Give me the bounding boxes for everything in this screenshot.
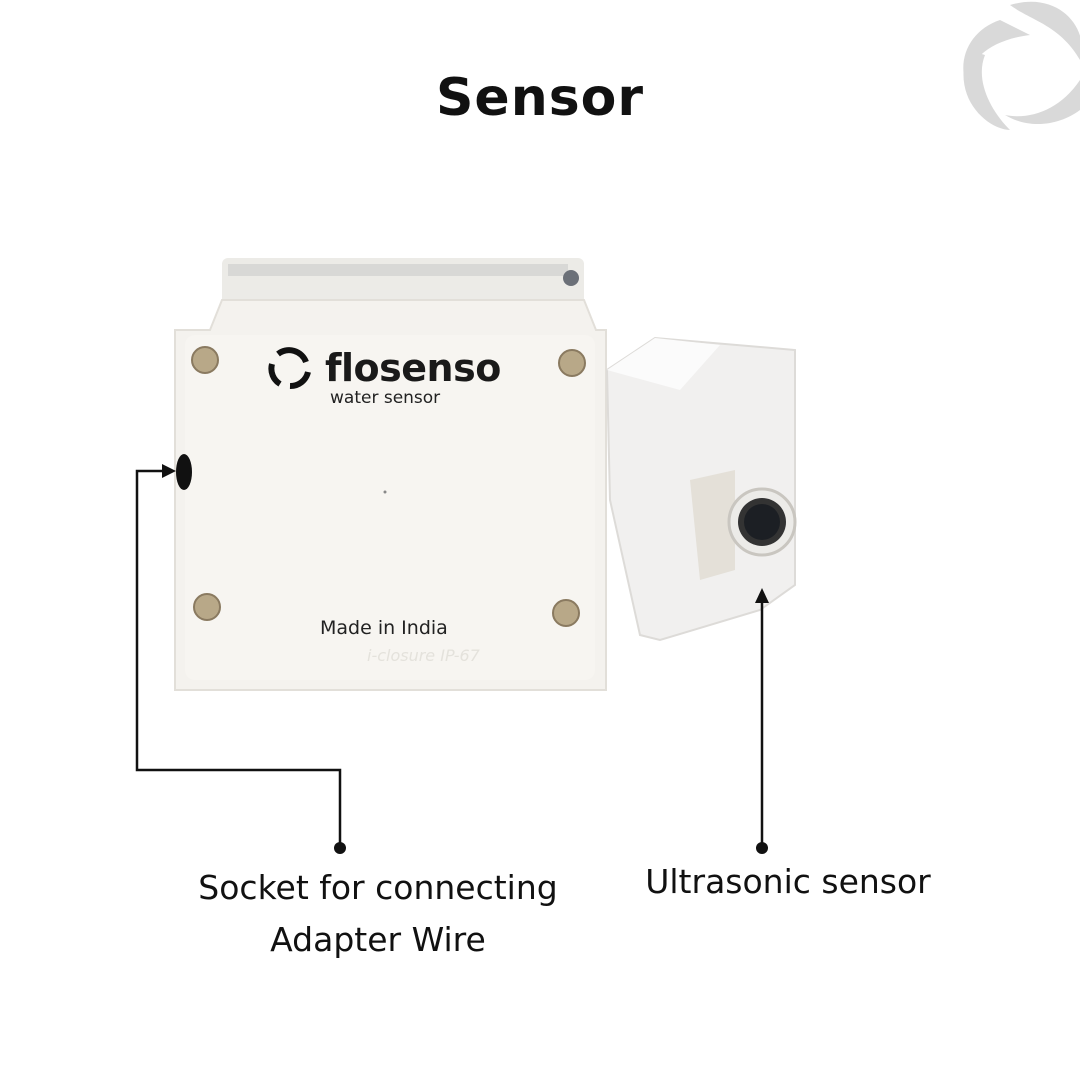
socket-label-line-2: Adapter Wire [270,920,486,959]
page-title: Sensor [435,68,645,128]
device-brand-subtitle: water sensor [330,388,441,408]
ultrasonic-callout-label: Ultrasonic sensor [645,862,931,901]
socket-callout-line [135,469,342,848]
ultrasonic-arrowhead [755,588,769,603]
ultrasonic-module [605,336,797,642]
sensor-enclosure [174,258,607,691]
enclosure-mark: i-closure IP-67 [367,646,480,665]
watermark-logo-icon [963,1,1080,130]
socket-callout-dot [334,842,346,854]
socket-label-line-1: Socket for connecting [198,868,558,907]
ultrasonic-callout-dot [756,842,768,854]
socket-callout-label: Socket for connecting Adapter Wire [160,862,596,966]
device-brand: flosenso [325,346,501,390]
socket-arrowhead [162,464,176,478]
flosenso-logo-icon [268,347,311,389]
device-origin: Made in India [320,617,448,639]
socket-hole [176,454,192,490]
